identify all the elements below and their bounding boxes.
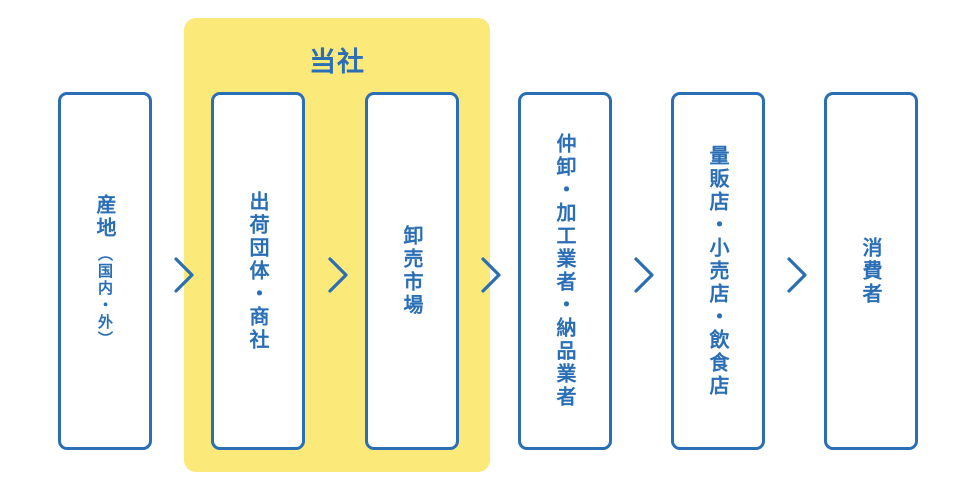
stage-wholesale-market: 卸売市場 [365, 92, 459, 450]
stage-wholesale-market-label: 卸売市場 [400, 225, 424, 317]
chevron-right-icon [172, 255, 196, 295]
stage-consumer: 消費者 [824, 92, 918, 450]
stage-retail: 量販店・小売店・飲食店 [671, 92, 765, 450]
stage-intermediate-label: 仲卸・加工業者・納品業者 [553, 133, 577, 409]
stage-shipping: 出荷団体・商社 [211, 92, 305, 450]
stage-origin-subtext: （国内・外） [96, 246, 114, 348]
chevron-right-icon [326, 255, 350, 295]
stage-intermediate: 仲卸・加工業者・納品業者 [518, 92, 612, 450]
stage-origin-text: 産地 [93, 194, 117, 240]
stage-retail-label: 量販店・小売店・飲食店 [706, 144, 730, 398]
company-title: 当社 [309, 47, 365, 78]
stage-shipping-label: 出荷団体・商社 [246, 190, 270, 352]
chevron-right-icon [479, 255, 503, 295]
chevron-right-icon [632, 255, 656, 295]
chevron-right-icon [785, 255, 809, 295]
stage-origin-label: 産地 （国内・外） [93, 194, 117, 348]
stage-consumer-label: 消費者 [859, 236, 883, 306]
stage-origin: 産地 （国内・外） [58, 92, 152, 450]
